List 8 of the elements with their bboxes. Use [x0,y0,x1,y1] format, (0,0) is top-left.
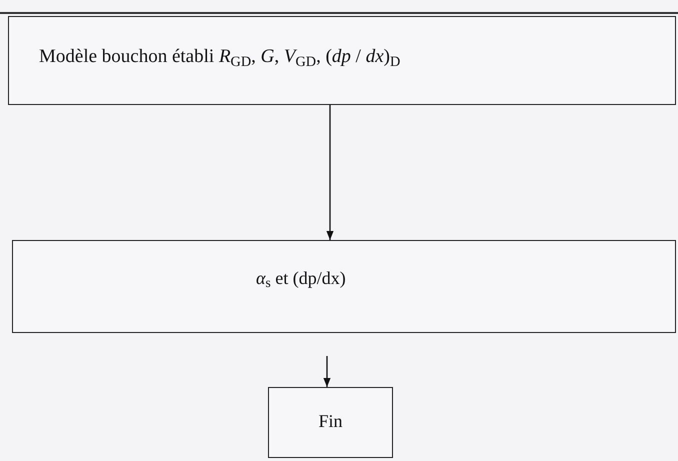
process-box [8,16,676,105]
box-text: Modèle bouchon établi R$_{GD}$, G, V$_{GD}$, (dp / dx)$_{D}$ [39,45,400,72]
process-box [12,240,676,333]
box-text: α$_{s}$ et (dp/dx) [256,267,346,292]
box-text: Fin [318,410,342,433]
arrow [326,105,334,240]
process-box [268,387,393,458]
arrow [323,356,331,387]
